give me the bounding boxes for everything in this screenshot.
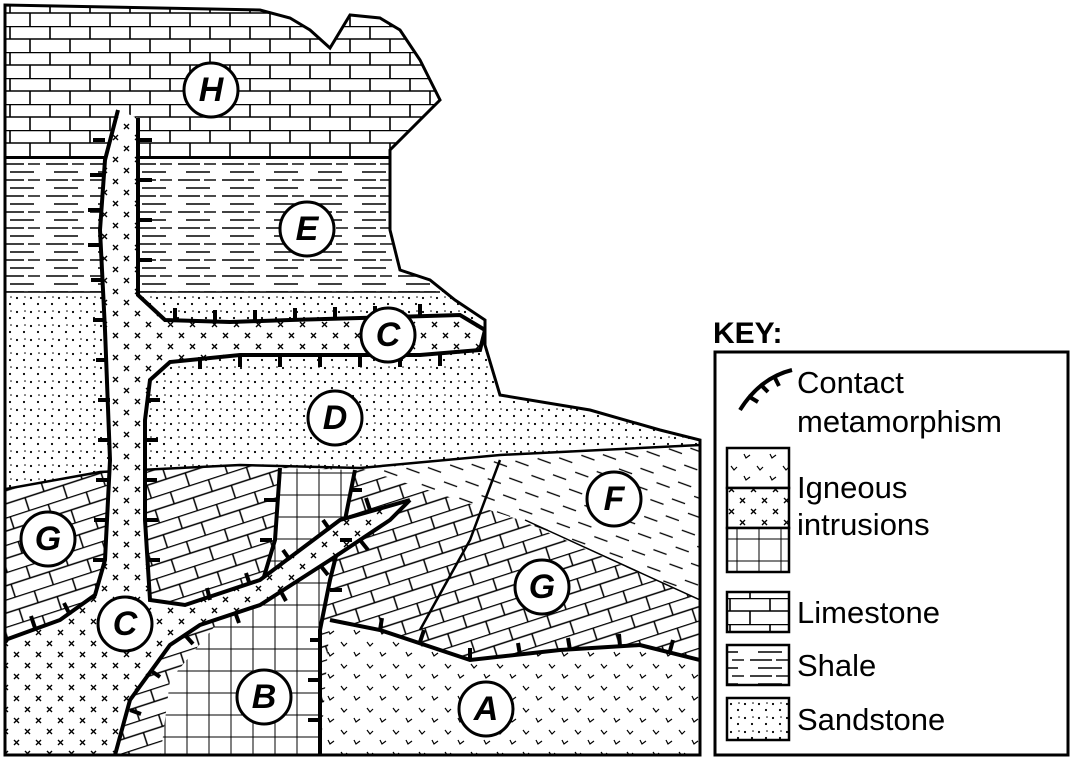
key-igneous-line1: Igneous bbox=[797, 470, 907, 505]
label-h-text: H bbox=[199, 71, 225, 109]
label-f-text: F bbox=[604, 480, 626, 518]
key-title: KEY: bbox=[713, 317, 782, 350]
label-c-lower-text: C bbox=[113, 605, 138, 643]
key-contact-metamorphism-symbol bbox=[740, 370, 792, 410]
label-g-right: G bbox=[515, 560, 569, 614]
layer-h-limestone bbox=[0, 0, 710, 158]
label-d-text: D bbox=[323, 399, 348, 437]
label-a-text: A bbox=[473, 690, 499, 728]
key-sandstone-swatch bbox=[727, 698, 789, 740]
key-contact-line1: Contact bbox=[797, 365, 904, 400]
key-limestone-label: Limestone bbox=[797, 595, 940, 630]
label-d: D bbox=[308, 391, 362, 445]
label-h: H bbox=[184, 63, 238, 117]
label-b-text: B bbox=[252, 678, 277, 716]
key-contact-line2: metamorphism bbox=[797, 404, 1002, 439]
label-c-upper: C bbox=[361, 308, 415, 362]
key-shale-label: Shale bbox=[797, 648, 876, 683]
label-a: A bbox=[459, 682, 513, 736]
key-shale-swatch bbox=[727, 645, 789, 685]
label-g-left: G bbox=[21, 512, 75, 566]
key-sandstone-label: Sandstone bbox=[797, 702, 945, 737]
key-igneous-swatch bbox=[727, 448, 789, 572]
label-g-left-text: G bbox=[35, 520, 61, 558]
key-limestone-swatch bbox=[727, 592, 789, 632]
label-g-right-text: G bbox=[529, 568, 555, 606]
label-b: B bbox=[237, 670, 291, 724]
label-f: F bbox=[587, 472, 641, 526]
label-c-lower: C bbox=[98, 597, 152, 651]
label-c-upper-text: C bbox=[376, 316, 401, 354]
label-e: E bbox=[280, 202, 334, 256]
key-igneous-line2: intrusions bbox=[797, 507, 930, 542]
label-e-text: E bbox=[296, 210, 320, 248]
